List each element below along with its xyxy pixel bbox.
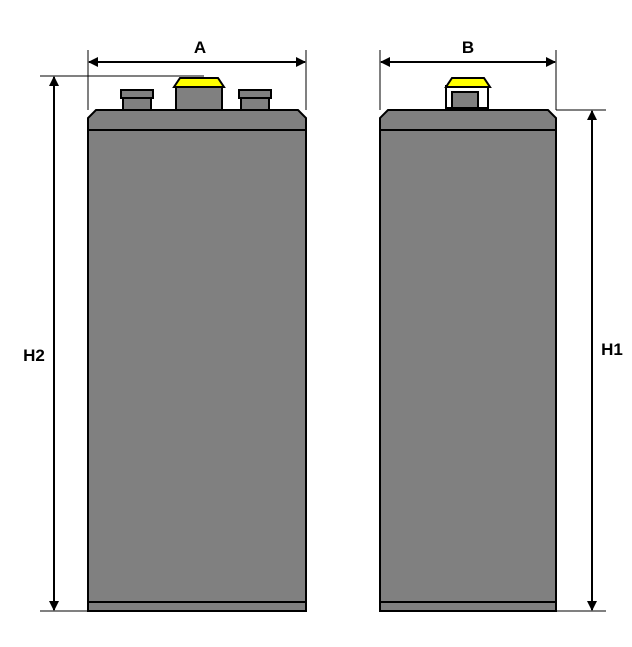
terminal-left bbox=[120, 89, 154, 111]
dimension-h2: H2 bbox=[23, 75, 204, 612]
dimension-a: A bbox=[87, 38, 307, 110]
dimension-b: B bbox=[379, 38, 557, 110]
case-side bbox=[379, 129, 557, 603]
lid-side bbox=[379, 109, 557, 131]
dimension-h1-label: H1 bbox=[601, 340, 623, 359]
lid-front bbox=[87, 109, 307, 131]
dimension-b-label: B bbox=[462, 38, 474, 57]
terminal-right bbox=[238, 89, 272, 111]
case-front bbox=[87, 129, 307, 603]
front-view-battery bbox=[87, 77, 307, 612]
dimension-h1: H1 bbox=[556, 109, 623, 612]
side-view-battery bbox=[379, 77, 557, 612]
base-side bbox=[379, 601, 557, 612]
dimension-a-label: A bbox=[194, 38, 206, 57]
vent-cap-front bbox=[172, 77, 226, 111]
dimension-h2-label: H2 bbox=[23, 346, 45, 365]
base-front bbox=[87, 601, 307, 612]
vent-cap-side bbox=[444, 77, 492, 111]
